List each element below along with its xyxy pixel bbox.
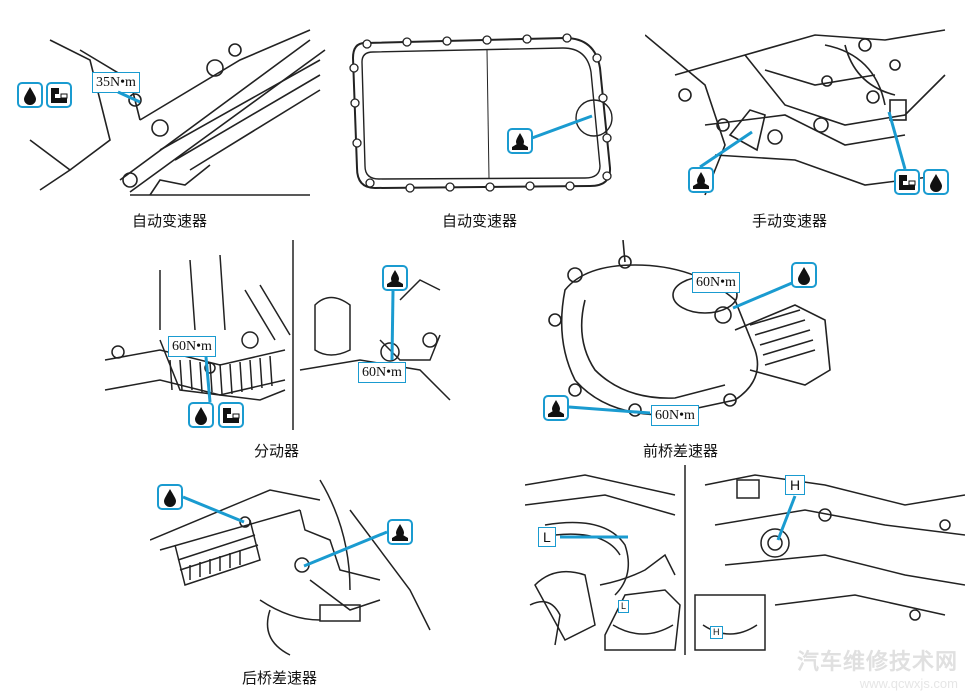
panel-manual-transmission	[645, 29, 946, 196]
watermark-text: 汽车维修技术网	[796, 650, 958, 675]
fill-plug-icon	[543, 395, 569, 421]
panel-rear-differential	[150, 479, 431, 656]
panel-fluid-level	[525, 465, 965, 655]
caption-auto-transmission-2: 自动变速器	[442, 212, 518, 230]
fill-plug-icon	[688, 167, 714, 193]
fill-plug-icon	[507, 128, 533, 154]
watermark-url: www.qcwxjs.com	[859, 676, 958, 691]
oil-level-icon	[894, 169, 920, 195]
drain-plug-icon	[17, 82, 43, 108]
drain-plug-icon	[791, 262, 817, 288]
caption-manual-transmission: 手动变速器	[752, 212, 828, 230]
torque-label-front-1: 60N•m	[692, 272, 740, 293]
drain-plug-icon	[157, 484, 183, 510]
caption-auto-transmission-1: 自动变速器	[132, 212, 208, 230]
caption-front-differential: 前桥差速器	[643, 442, 719, 460]
level-mark-low: L	[618, 600, 630, 613]
panel-oil-pan	[349, 33, 613, 193]
caption-transfer-case: 分动器	[254, 442, 300, 460]
fill-plug-icon	[387, 519, 413, 545]
level-label-high: H	[785, 475, 806, 495]
level-mark-high: H	[710, 626, 723, 639]
level-label-low: L	[538, 527, 556, 547]
caption-rear-differential: 后桥差速器	[242, 669, 318, 687]
torque-label-1: 35N•m	[92, 72, 140, 93]
torque-label-transfer-1: 60N•m	[168, 336, 216, 357]
fill-plug-icon	[382, 265, 408, 291]
torque-label-transfer-2: 60N•m	[358, 362, 406, 383]
panel-auto-transmission-1	[29, 29, 326, 196]
torque-label-front-2: 60N•m	[651, 405, 699, 426]
panel-transfer-case	[104, 240, 451, 430]
drain-plug-icon	[188, 402, 214, 428]
oil-level-icon	[218, 402, 244, 428]
drain-plug-icon	[923, 169, 949, 195]
oil-level-icon	[46, 82, 72, 108]
site-watermark: 汽车维修技术网 www.qcwxjs.com	[797, 644, 958, 691]
